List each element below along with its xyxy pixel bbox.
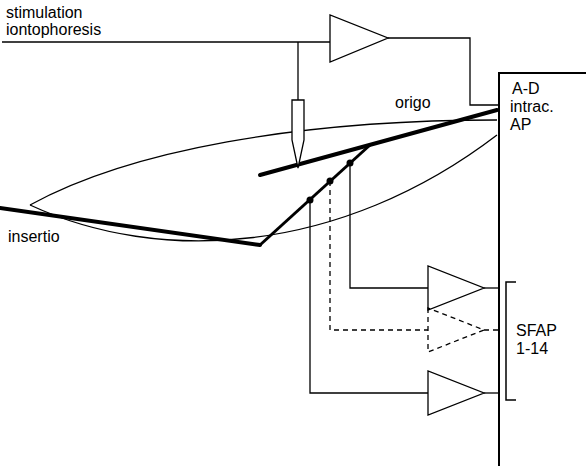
converter-title: A-D [512, 80, 582, 98]
part-label: origo [395, 94, 455, 111]
sfap-wire [350, 163, 428, 288]
channel-label: SFAP 1-14 [516, 322, 566, 358]
part-label: insertio [8, 228, 88, 245]
amplifier-symbol [428, 266, 484, 310]
insertion-aponeurosis [0, 208, 260, 245]
muscle-fibre [260, 145, 370, 245]
electrode-dot [347, 160, 354, 167]
muscle-outline-lower [30, 135, 497, 241]
sfap-wire [330, 181, 428, 330]
microelectrode [292, 100, 304, 168]
channel-label: intrac. AP [510, 98, 566, 134]
signal-wire [484, 329, 498, 330]
sfap-wire [310, 200, 428, 393]
signal-wire [484, 287, 498, 288]
muscle-outline-upper [30, 120, 497, 205]
electrode-dot [327, 178, 334, 185]
electrode-wire [297, 42, 298, 100]
amplifier-symbol [428, 371, 484, 415]
converter-box: A-Dintrac. AP SFAP 1-14 [498, 72, 586, 466]
stimulation-label: stimulation iontophoresis [6, 4, 118, 38]
amplifier-symbol [330, 15, 388, 62]
amplifier-symbol [428, 308, 484, 352]
electrode-dot [307, 197, 314, 204]
bracket [506, 282, 516, 400]
stimulation-wire [2, 41, 330, 42]
signal-wire [484, 392, 498, 393]
